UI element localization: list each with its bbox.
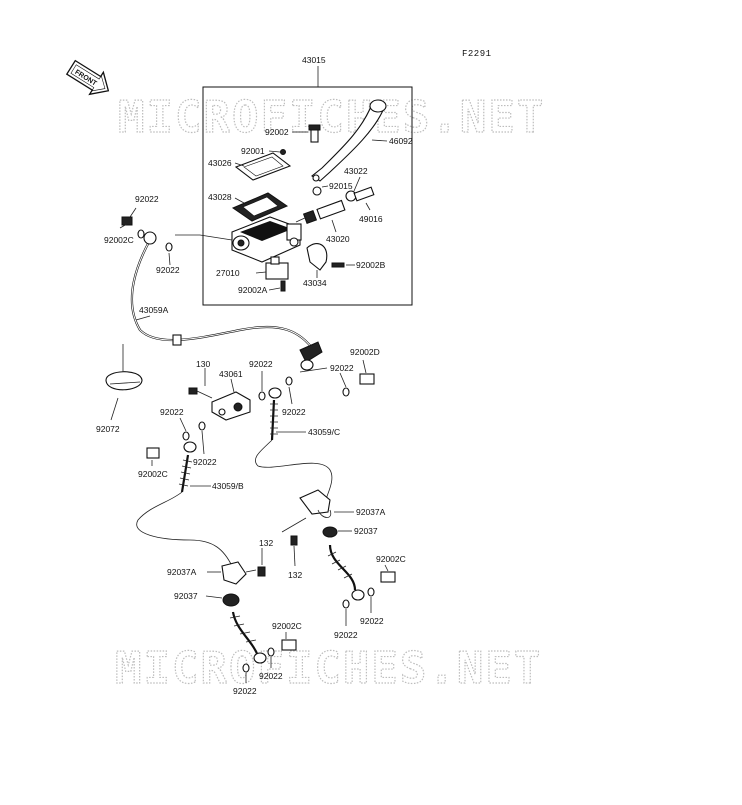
pivot-bolt (308, 124, 321, 143)
hose-43059B (178, 441, 197, 493)
assembly-box (202, 86, 413, 306)
spring-49016 (353, 186, 375, 202)
master-cylinder-body (231, 216, 302, 263)
bolt-132-upper (290, 535, 298, 546)
svg-text:92001: 92001 (241, 146, 265, 156)
svg-text:92022: 92022 (282, 407, 306, 417)
svg-text:92022: 92022 (249, 359, 273, 369)
svg-text:92037: 92037 (174, 591, 198, 601)
svg-text:92022: 92022 (259, 671, 283, 681)
svg-text:43022: 43022 (344, 166, 368, 176)
svg-text:92002B: 92002B (356, 260, 386, 270)
svg-text:92022: 92022 (334, 630, 358, 640)
bolt-92002D (359, 373, 375, 385)
svg-text:92022: 92022 (233, 686, 257, 696)
svg-text:27010: 27010 (216, 268, 240, 278)
svg-text:92002A: 92002A (238, 285, 268, 295)
watermark-top: MICROFICHES.NET (118, 92, 545, 143)
watermark-bottom: MICROFICHES.NET (115, 643, 542, 694)
svg-text:92015: 92015 (329, 181, 353, 191)
brake-switch (265, 262, 289, 280)
svg-text:46092: 46092 (389, 136, 413, 146)
svg-text:92037A: 92037A (167, 567, 197, 577)
svg-text:92037A: 92037A (356, 507, 386, 517)
bolt-130 (188, 387, 198, 395)
svg-text:92022: 92022 (360, 616, 384, 626)
svg-text:92002C: 92002C (376, 554, 406, 564)
svg-text:92022: 92022 (193, 457, 217, 467)
brake-lever (311, 99, 387, 182)
svg-text:43059A: 43059A (139, 305, 169, 315)
svg-text:92022: 92022 (330, 363, 354, 373)
banjo-bolt-92002C-left (281, 639, 297, 651)
clamp-43034 (306, 243, 328, 271)
svg-text:92002D: 92002D (350, 347, 380, 357)
hose-43059C (268, 387, 282, 441)
label-43015: 43015 (302, 55, 326, 65)
svg-text:132: 132 (259, 538, 273, 548)
junction-43061 (211, 391, 251, 421)
bracket-92037A-right (299, 489, 332, 518)
svg-text:132: 132 (288, 570, 302, 580)
bolt-92002B (331, 262, 345, 268)
banjo-bolt-upper (121, 216, 133, 226)
caliper-hose-right (327, 544, 365, 601)
svg-text:92002C: 92002C (104, 235, 134, 245)
svg-text:92002C: 92002C (272, 621, 302, 631)
svg-text:43059/C: 43059/C (308, 427, 340, 437)
hose-clamp-92072 (105, 371, 143, 391)
boot-43022 (345, 190, 357, 202)
caliper-hose-left (229, 611, 267, 664)
bracket-92037A-left (221, 561, 247, 585)
svg-text:92037: 92037 (354, 526, 378, 536)
screw-92002A (280, 280, 286, 292)
nut-92015 (312, 186, 322, 196)
grommet-92037-right (322, 526, 338, 538)
front-arrow-icon: FRONT (65, 59, 110, 96)
svg-text:43061: 43061 (219, 369, 243, 379)
cap-screw (280, 149, 286, 155)
svg-text:43020: 43020 (326, 234, 350, 244)
banjo-bolt-92002C-right (380, 571, 396, 583)
hose-43059A (130, 231, 323, 371)
svg-text:43026: 43026 (208, 158, 232, 168)
svg-text:43059/B: 43059/B (212, 481, 244, 491)
bolt-132-lower (257, 566, 266, 577)
banjo-bolt-left (146, 447, 160, 459)
svg-text:49016: 49016 (359, 214, 383, 224)
svg-text:92022: 92022 (160, 407, 184, 417)
grommet-92037-left (222, 593, 240, 607)
svg-text:92022: 92022 (156, 265, 180, 275)
svg-text:92002: 92002 (265, 127, 289, 137)
svg-text:130: 130 (196, 359, 210, 369)
svg-text:43028: 43028 (208, 192, 232, 202)
svg-text:92072: 92072 (96, 424, 120, 434)
svg-text:92022: 92022 (135, 194, 159, 204)
reservoir-cap (234, 152, 292, 181)
figure-code: F2291 (462, 49, 492, 59)
piston-assembly (295, 199, 346, 225)
svg-text:43034: 43034 (303, 278, 327, 288)
svg-text:92002C: 92002C (138, 469, 168, 479)
